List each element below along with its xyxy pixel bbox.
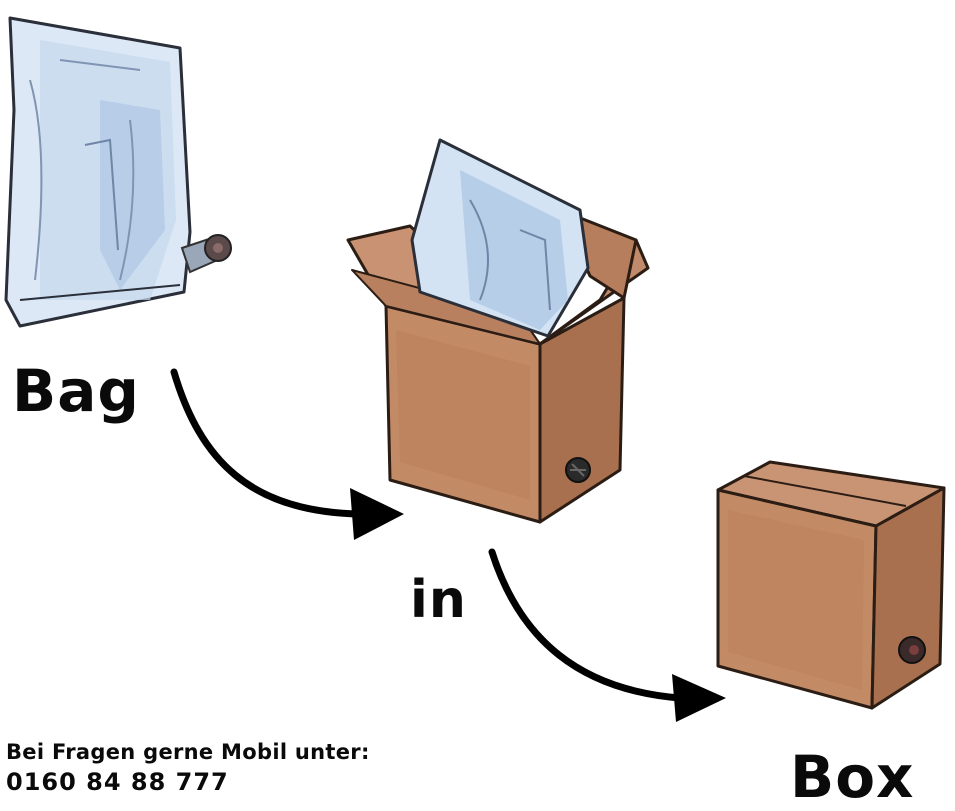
arrow-bag-to-in (170, 368, 404, 540)
contact-prompt: Bei Fragen gerne Mobil unter: (6, 740, 370, 764)
plastic-bag-illustration (4, 16, 192, 328)
contact-phone: 0160 84 88 777 (6, 768, 229, 796)
closed-box-tap-icon (898, 636, 926, 664)
label-in: in (410, 570, 467, 630)
label-box: Box (790, 743, 915, 811)
tap-icon (180, 234, 232, 274)
arrow-in-to-box (488, 548, 726, 722)
bag-in-box-illustration-bag (410, 138, 590, 338)
closed-box-illustration (716, 460, 946, 710)
open-box-illustration (346, 208, 650, 524)
box-tap-hole-icon (565, 457, 591, 483)
label-bag: Bag (12, 357, 140, 425)
